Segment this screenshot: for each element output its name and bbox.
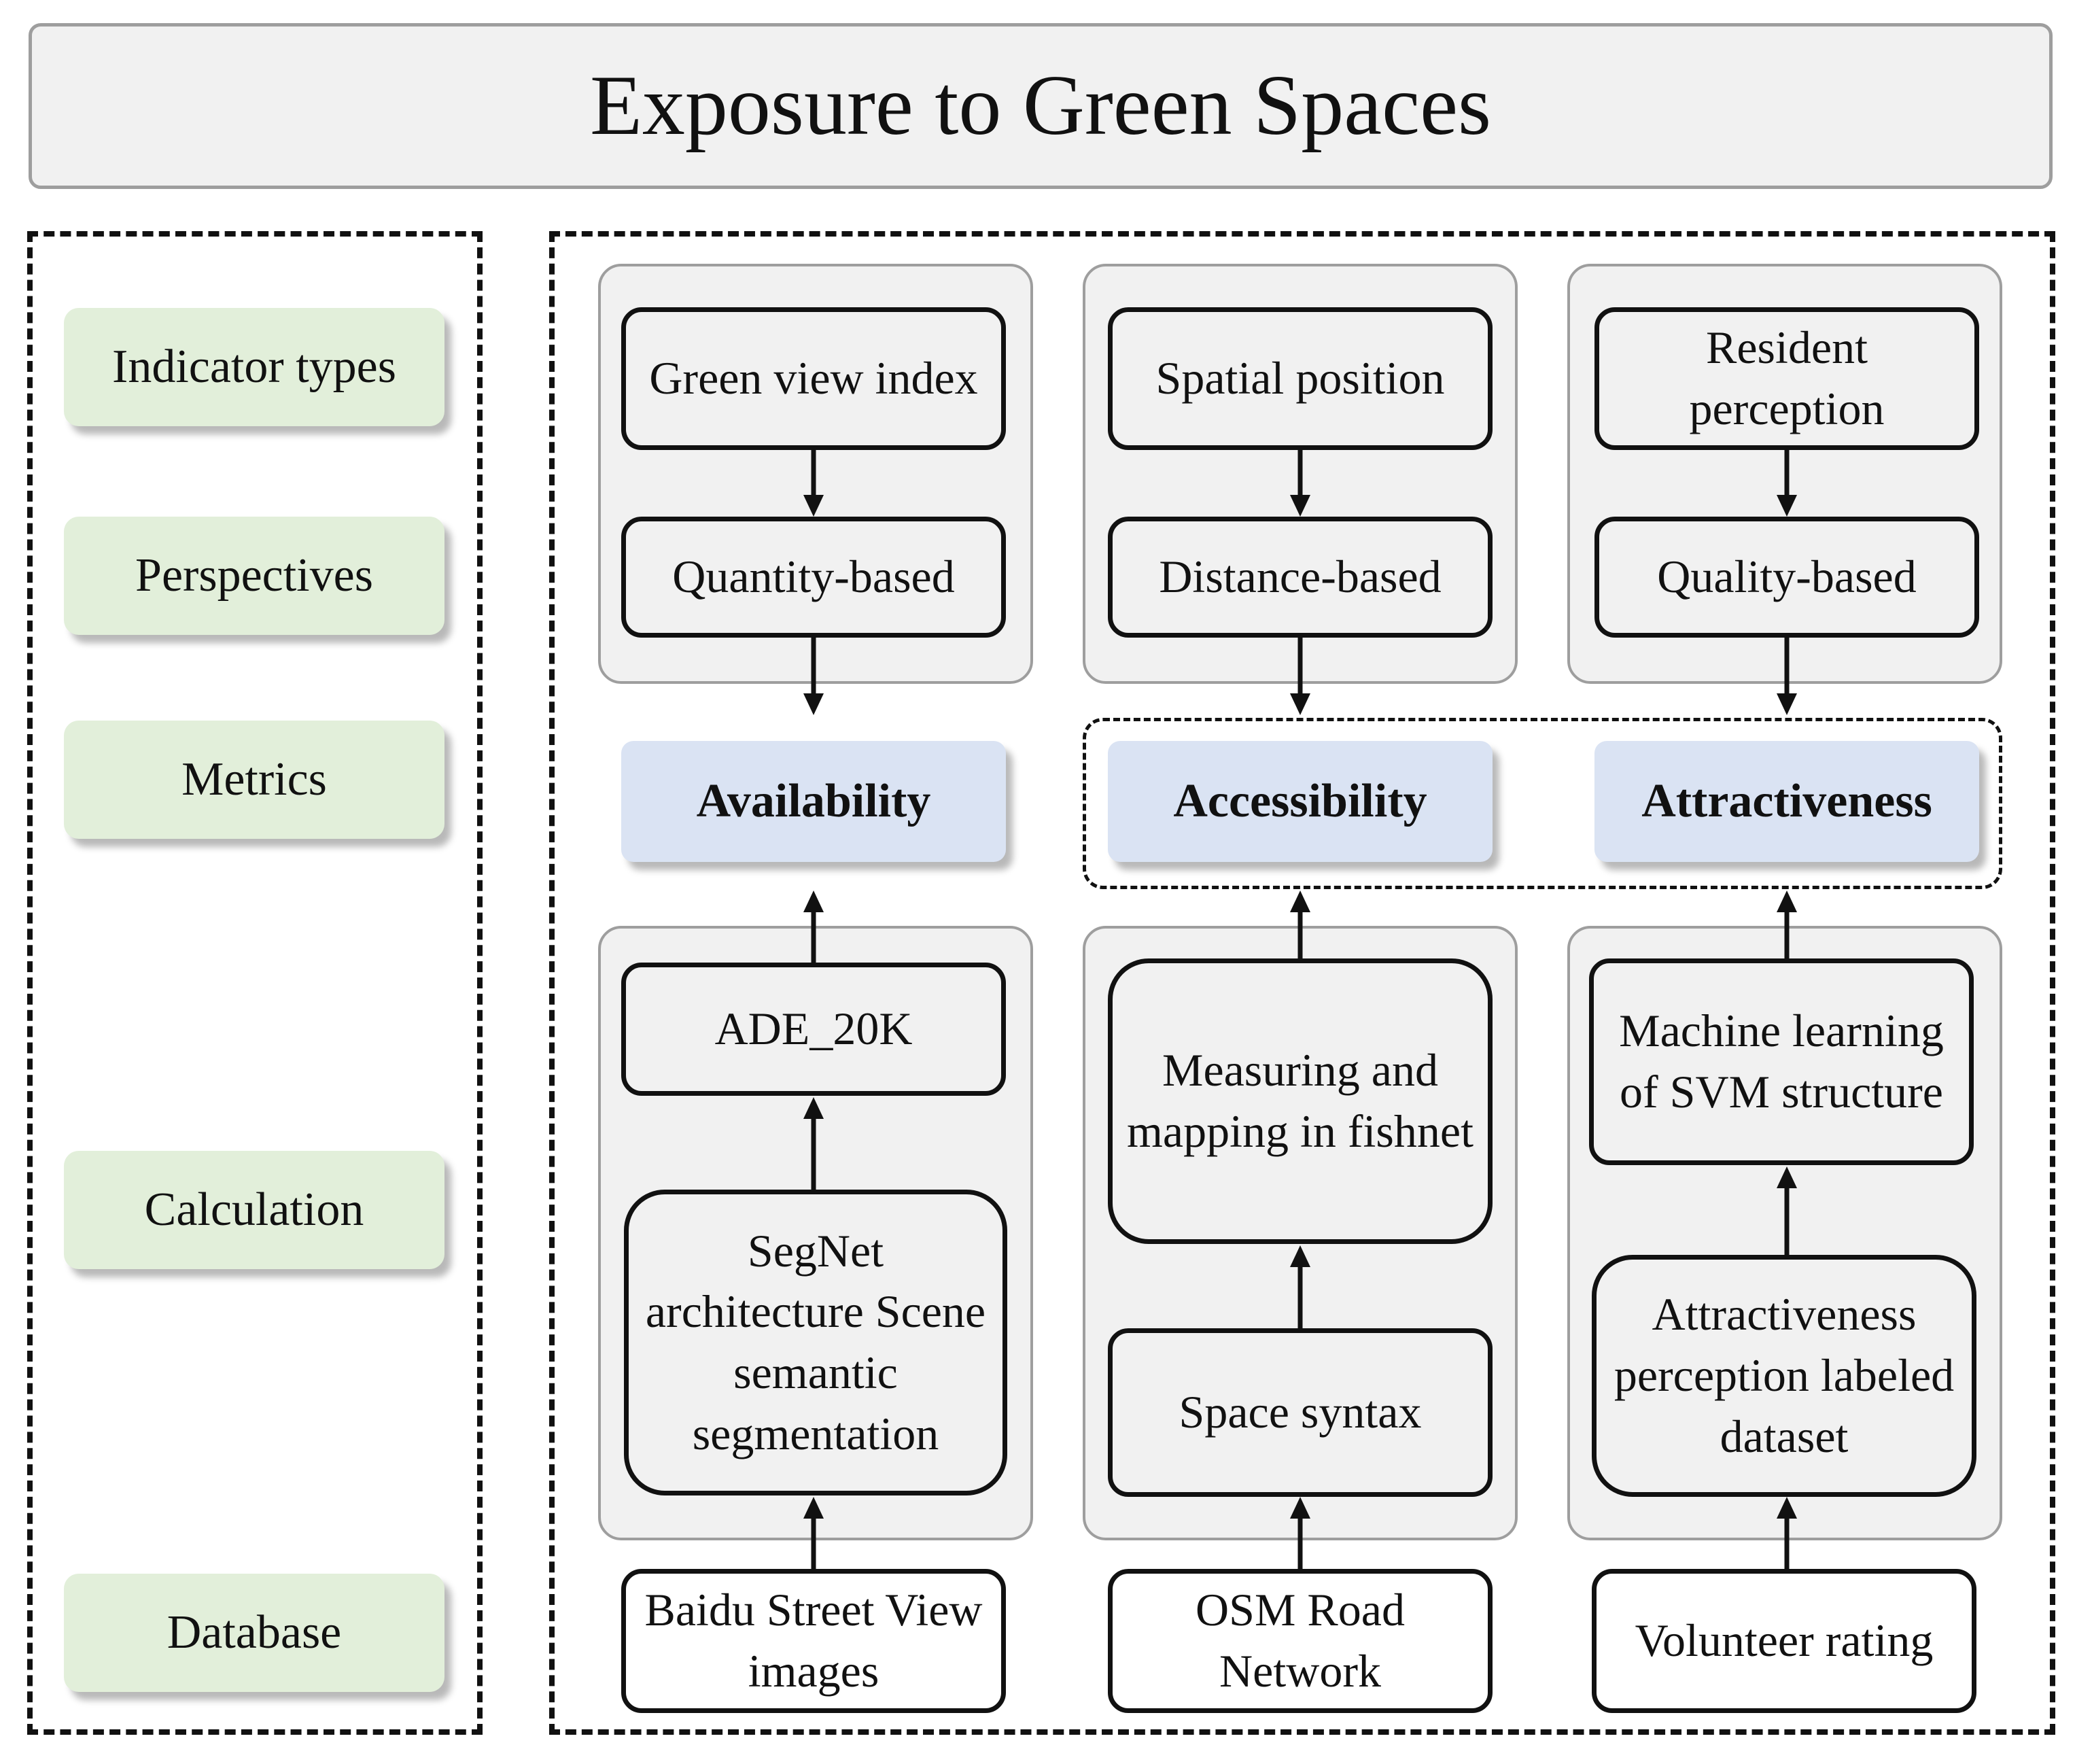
database-volunteer-rating: Volunteer rating	[1592, 1569, 1976, 1713]
perspective-quantity-based: Quantity-based	[621, 517, 1006, 638]
diagram-title: Exposure to Green Spaces	[589, 58, 1492, 153]
arrowhead-1e	[803, 1497, 824, 1519]
arrowhead-3d	[1777, 1166, 1797, 1188]
arrowhead-2d	[1290, 1245, 1310, 1267]
arrowhead-2e	[1290, 1497, 1310, 1519]
row-label-indicator-types: Indicator types	[64, 308, 444, 426]
indicator-spatial-position: Spatial position	[1108, 307, 1493, 450]
calc-segnet: SegNet architecture Scene semantic segme…	[624, 1190, 1007, 1495]
database-baidu-street-view: Baidu Street View images	[621, 1569, 1006, 1713]
row-label-metrics: Metrics	[64, 721, 444, 839]
arrowhead-1d	[803, 1097, 824, 1119]
calc-fishnet-mapping: Measuring and mapping in fishnet	[1108, 958, 1493, 1244]
calc-svm-learning: Machine learning of SVM structure	[1589, 958, 1974, 1165]
arrowhead-1a	[803, 495, 824, 517]
metric-attractiveness: Attractiveness	[1594, 741, 1979, 862]
arrowhead-1c	[803, 890, 824, 912]
arrowhead-1b	[803, 693, 824, 715]
arrowhead-3b	[1777, 693, 1797, 715]
arrowhead-2c	[1290, 890, 1310, 912]
indicator-resident-perception: Resident perception	[1594, 307, 1979, 450]
row-label-perspectives: Perspectives	[64, 517, 444, 635]
arrowhead-3c	[1777, 890, 1797, 912]
perspective-quality-based: Quality-based	[1594, 517, 1979, 638]
row-labels-frame	[27, 231, 483, 1735]
calc-ade20k: ADE_20K	[621, 963, 1006, 1096]
calc-space-syntax: Space syntax	[1108, 1328, 1493, 1497]
row-label-database: Database	[64, 1574, 444, 1692]
metric-availability: Availability	[621, 741, 1006, 862]
database-osm-road-network: OSM Road Network	[1108, 1569, 1493, 1713]
title-banner: Exposure to Green Spaces	[29, 23, 2053, 189]
metric-group-outline	[1083, 718, 2002, 889]
arrowhead-2b	[1290, 693, 1310, 715]
row-label-calculation: Calculation	[64, 1151, 444, 1269]
perspective-distance-based: Distance-based	[1108, 517, 1493, 638]
diagram-frame	[549, 231, 2055, 1735]
calc-labeled-dataset: Attractiveness perception labeled datase…	[1592, 1255, 1976, 1497]
arrowhead-2a	[1290, 495, 1310, 517]
arrowhead-3e	[1777, 1497, 1797, 1519]
metric-accessibility: Accessibility	[1108, 741, 1493, 862]
arrowhead-3a	[1777, 495, 1797, 517]
indicator-green-view-index: Green view index	[621, 307, 1006, 450]
